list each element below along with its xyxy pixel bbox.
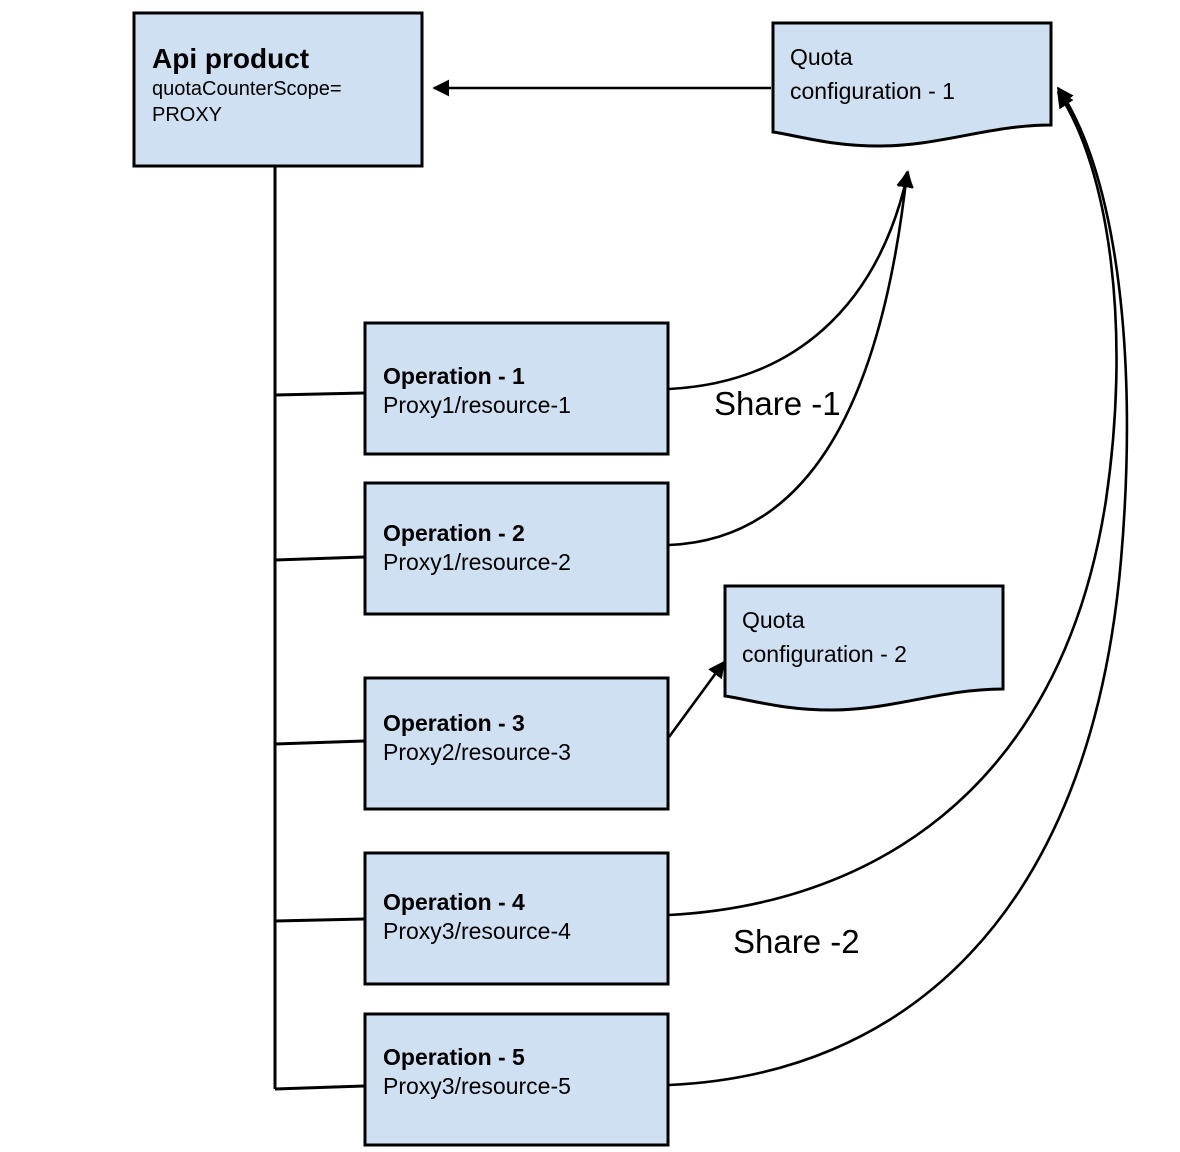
branch-to-operation-1 [274, 391, 365, 397]
edge-operation2-to-quota1 [668, 170, 914, 547]
node-api-product-shape[interactable] [132, 11, 424, 168]
edge-operation1-to-quota1 [668, 170, 914, 391]
branch-to-operation-2 [274, 555, 365, 562]
branch-to-operation-3 [274, 739, 365, 746]
node-operation-5-shape[interactable] [363, 1012, 670, 1147]
edge-operation4-to-quota1 [668, 90, 1118, 917]
branch-to-operation-4 [274, 917, 365, 923]
node-quota-config-1-shape[interactable] [771, 21, 1053, 148]
node-operation-3-shape[interactable] [363, 676, 670, 811]
edge-operation3-to-quota2 [667, 660, 726, 738]
node-operation-4-shape[interactable] [363, 851, 670, 986]
node-operation-2-shape[interactable] [363, 481, 670, 616]
node-operation-1-shape[interactable] [363, 321, 670, 456]
node-quota-config-2-shape[interactable] [723, 584, 1005, 712]
edge-operation5-to-quota1 [668, 86, 1129, 1087]
branch-to-operation-5 [274, 1084, 365, 1091]
